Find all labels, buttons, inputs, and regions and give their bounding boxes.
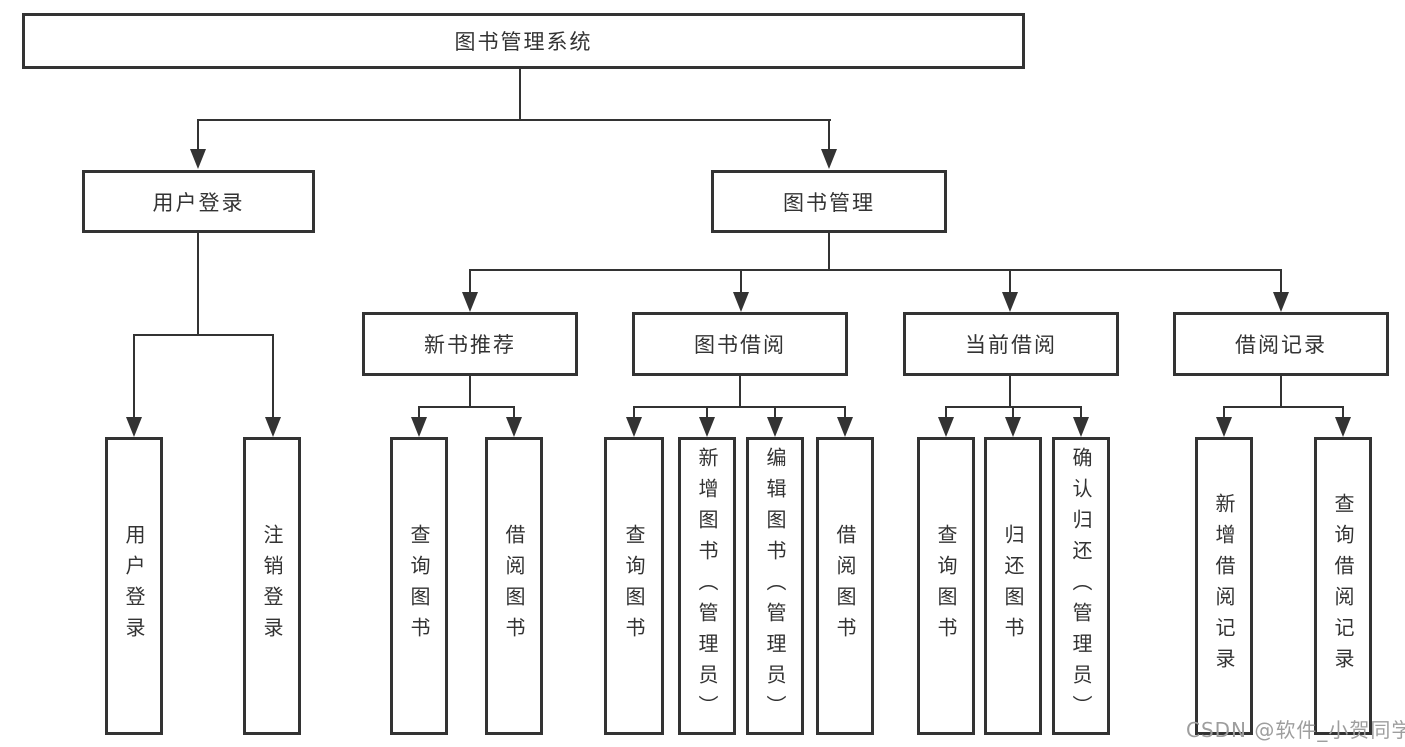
connector-vline xyxy=(197,119,199,152)
connector-hline xyxy=(418,406,515,408)
leaf-label: 编辑图书（管理员） xyxy=(763,446,787,726)
arrow-down-icon xyxy=(821,149,837,169)
leaf-label: 查询图书 xyxy=(622,524,646,648)
arrow-down-icon xyxy=(626,417,642,437)
connector-vline xyxy=(1012,406,1014,419)
arrow-down-icon xyxy=(126,417,142,437)
leaf-label: 查询借阅记录 xyxy=(1331,493,1355,679)
node-new-book-recommend: 新书推荐 xyxy=(362,312,578,376)
connector-vline xyxy=(774,406,776,419)
leaf-label: 借阅图书 xyxy=(502,524,526,648)
arrow-down-icon xyxy=(767,417,783,437)
node-library-management-system: 图书管理系统 xyxy=(22,13,1025,69)
connector-vline xyxy=(1080,406,1082,419)
leaf-label: 查询图书 xyxy=(407,524,431,648)
connector-vline xyxy=(828,233,830,271)
connector-hline xyxy=(197,119,831,121)
leaf-borrow-books-recommend: 借阅图书 xyxy=(485,437,543,735)
connector-vline xyxy=(133,334,135,420)
node-borrowing-records: 借阅记录 xyxy=(1173,312,1389,376)
arrow-down-icon xyxy=(1216,417,1232,437)
arrow-down-icon xyxy=(1005,417,1021,437)
leaf-edit-books-admin: 编辑图书（管理员） xyxy=(746,437,804,735)
arrow-down-icon xyxy=(1002,292,1018,312)
node-label: 借阅记录 xyxy=(1235,333,1327,357)
connector-vline xyxy=(1223,406,1225,419)
leaf-label: 用户登录 xyxy=(122,524,146,648)
leaf-borrow-books: 借阅图书 xyxy=(816,437,874,735)
leaf-confirm-return-admin: 确认归还（管理员） xyxy=(1052,437,1110,735)
leaf-query-books-recommend: 查询图书 xyxy=(390,437,448,735)
arrow-down-icon xyxy=(1073,417,1089,437)
connector-vline xyxy=(197,232,199,336)
arrow-down-icon xyxy=(190,149,206,169)
arrow-down-icon xyxy=(699,417,715,437)
leaf-query-borrow-record: 查询借阅记录 xyxy=(1314,437,1372,735)
connector-hline xyxy=(469,269,1282,271)
connector-vline xyxy=(469,269,471,294)
node-label: 图书借阅 xyxy=(694,333,786,357)
leaf-logout: 注销登录 xyxy=(243,437,301,735)
connector-vline xyxy=(469,376,471,408)
node-book-management: 图书管理 xyxy=(711,170,947,233)
leaf-label: 借阅图书 xyxy=(833,524,857,648)
arrow-down-icon xyxy=(837,417,853,437)
connector-hline xyxy=(133,334,274,336)
node-label: 图书管理 xyxy=(783,190,875,215)
connector-hline xyxy=(633,406,846,408)
connector-vline xyxy=(945,406,947,419)
node-book-borrowing: 图书借阅 xyxy=(632,312,848,376)
connector-vline xyxy=(739,376,741,408)
leaf-label: 注销登录 xyxy=(260,524,284,648)
arrow-down-icon xyxy=(411,417,427,437)
leaf-label: 确认归还（管理员） xyxy=(1069,446,1093,726)
node-current-borrowing: 当前借阅 xyxy=(903,312,1119,376)
arrow-down-icon xyxy=(733,292,749,312)
connector-vline xyxy=(1009,269,1011,294)
leaf-label: 查询图书 xyxy=(934,524,958,648)
leaf-query-books-borrowing: 查询图书 xyxy=(604,437,664,735)
node-label: 图书管理系统 xyxy=(454,30,593,54)
node-label: 用户登录 xyxy=(152,190,245,215)
leaf-user-login: 用户登录 xyxy=(105,437,163,735)
arrow-down-icon xyxy=(1335,417,1351,437)
arrow-down-icon xyxy=(462,292,478,312)
leaf-label: 新增图书（管理员） xyxy=(695,446,719,726)
arrow-down-icon xyxy=(938,417,954,437)
connector-vline xyxy=(740,269,742,294)
arrow-down-icon xyxy=(265,417,281,437)
connector-vline xyxy=(513,406,515,419)
connector-vline xyxy=(1009,376,1011,408)
leaf-return-books: 归还图书 xyxy=(984,437,1042,735)
connector-vline xyxy=(633,406,635,419)
leaf-label: 归还图书 xyxy=(1001,524,1025,648)
arrow-down-icon xyxy=(506,417,522,437)
leaf-query-books-current: 查询图书 xyxy=(917,437,975,735)
leaf-add-books-admin: 新增图书（管理员） xyxy=(678,437,736,735)
watermark-text: CSDN @软件_小贺同学 xyxy=(1186,718,1405,742)
connector-vline xyxy=(1280,269,1282,294)
leaf-add-borrow-record: 新增借阅记录 xyxy=(1195,437,1253,735)
connector-vline xyxy=(272,334,274,420)
connector-hline xyxy=(1223,406,1344,408)
arrow-down-icon xyxy=(1273,292,1289,312)
connector-vline xyxy=(828,119,830,152)
node-label: 新书推荐 xyxy=(424,333,516,357)
node-user-login: 用户登录 xyxy=(82,170,315,233)
node-label: 当前借阅 xyxy=(965,333,1057,357)
connector-vline xyxy=(844,406,846,419)
connector-vline xyxy=(418,406,420,419)
connector-vline xyxy=(706,406,708,419)
connector-vline xyxy=(1342,406,1344,419)
leaf-label: 新增借阅记录 xyxy=(1212,493,1236,679)
connector-vline xyxy=(519,68,521,121)
connector-vline xyxy=(1280,376,1282,408)
